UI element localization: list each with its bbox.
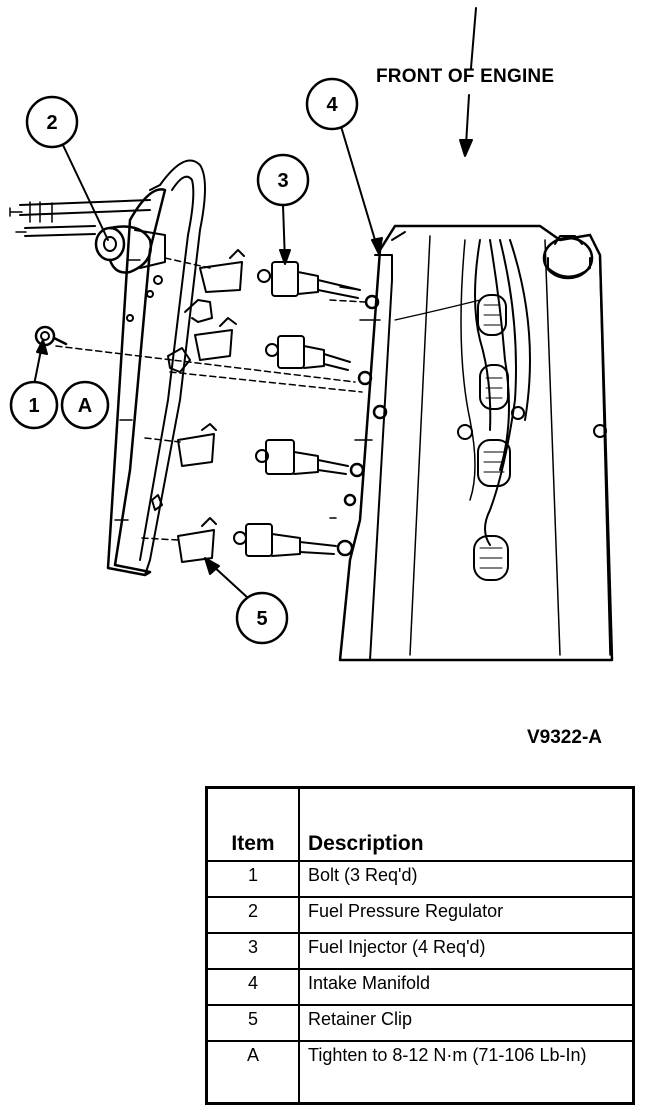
callout-circle-3 xyxy=(256,153,310,207)
fuel-injector-3 xyxy=(177,423,349,475)
callout-circle-a xyxy=(60,380,110,430)
legend-table: Item Description 1 Bolt (3 Req'd) 2 Fuel… xyxy=(205,786,635,1105)
legend-item: 1 xyxy=(205,860,300,898)
table-row: A Tighten to 8-12 N·m (71-106 Lb-In) xyxy=(205,1040,635,1105)
figure-id: V9322-A xyxy=(527,727,602,748)
legend-description: Tighten to 8-12 N·m (71-106 Lb-In) xyxy=(298,1040,635,1105)
callout-label-1: 1 xyxy=(28,395,39,417)
legend-description: Intake Manifold xyxy=(298,968,635,1006)
front-of-engine-label: FRONT OF ENGINE xyxy=(376,66,555,87)
fuel-injector-1 xyxy=(199,249,361,299)
legend-description: Retainer Clip xyxy=(298,1004,635,1042)
fuel-injector-4 xyxy=(177,517,337,563)
table-row: 2 Fuel Pressure Regulator xyxy=(205,896,635,934)
fuel-injector-2 xyxy=(194,317,351,371)
exploded-view-diagram: 2 3 4 1 A 5 xyxy=(9,7,614,662)
callout-label-2: 2 xyxy=(46,112,57,134)
callout-label-5: 5 xyxy=(256,608,267,630)
callout-label-a: A xyxy=(78,395,92,417)
callout-circle-4 xyxy=(305,77,359,131)
callout-circle-1 xyxy=(9,380,59,430)
legend-item: 4 xyxy=(205,968,300,1006)
legend-header-row: Item Description xyxy=(205,786,635,862)
table-row: 5 Retainer Clip xyxy=(205,1004,635,1042)
legend-description: Fuel Injector (4 Req'd) xyxy=(298,932,635,970)
legend-item: 5 xyxy=(205,1004,300,1042)
fuel-rail xyxy=(9,159,213,577)
callouts xyxy=(9,77,359,645)
callout-label-4: 4 xyxy=(326,94,338,116)
legend-description: Fuel Pressure Regulator xyxy=(298,896,635,934)
intake-manifold xyxy=(336,224,614,662)
legend-item: 2 xyxy=(205,896,300,934)
legend-item: A xyxy=(205,1040,300,1105)
callout-circle-5 xyxy=(235,591,289,645)
legend-item: 3 xyxy=(205,932,300,970)
callout-leaders xyxy=(33,122,383,599)
alignment-lines xyxy=(55,257,366,541)
table-row: 1 Bolt (3 Req'd) xyxy=(205,860,635,898)
callout-label-3: 3 xyxy=(277,170,288,192)
legend-description: Bolt (3 Req'd) xyxy=(298,860,635,898)
table-row: 4 Intake Manifold xyxy=(205,968,635,1006)
table-row: 3 Fuel Injector (4 Req'd) xyxy=(205,932,635,970)
legend-header-item: Item xyxy=(205,786,300,862)
legend-header-description: Description xyxy=(298,786,635,862)
callout-circle-2 xyxy=(25,95,79,149)
bolt xyxy=(34,325,68,347)
front-arrow xyxy=(459,7,477,157)
fuel-injectors xyxy=(177,249,361,563)
